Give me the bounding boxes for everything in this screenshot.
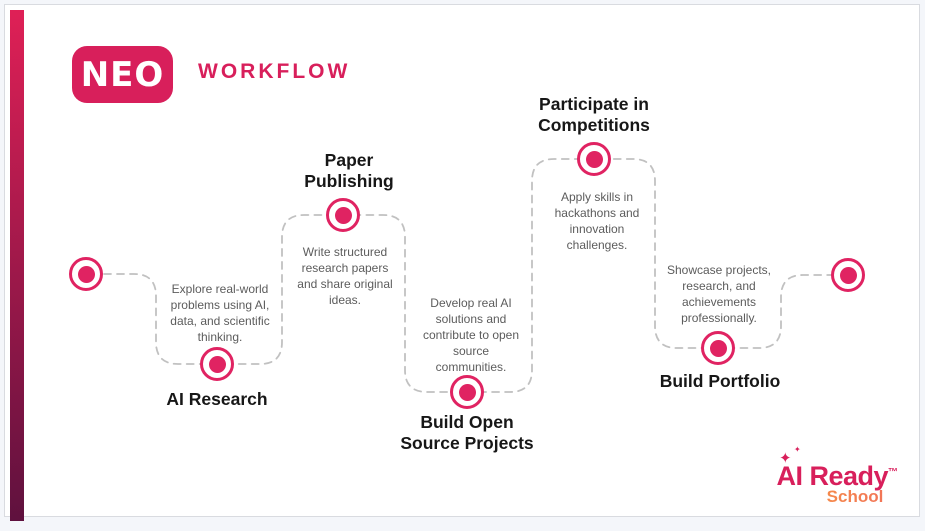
- workflow-node-start: [69, 257, 103, 291]
- workflow-node-paper-publishing: [326, 198, 360, 232]
- sparkle-icon: ✦: [794, 445, 801, 454]
- neo-logo: NEO: [72, 46, 173, 103]
- neo-logo-text: NEO: [80, 54, 165, 95]
- node-dot: [585, 150, 603, 168]
- step-desc-competitions: Apply skills in hackathons and innovatio…: [554, 190, 640, 252]
- step-title-open-source: Build Open Source Projects: [400, 412, 534, 453]
- step-desc-open-source: Develop real AI solutions and contribute…: [422, 296, 520, 374]
- workflow-node-open-source: [450, 375, 484, 409]
- step-title-ai-research: AI Research: [166, 389, 268, 409]
- ai-ready-school-logo: ✦ ✦ AI Ready™ School: [757, 445, 917, 507]
- school-wordmark: School: [757, 487, 917, 507]
- step-title-paper-publishing: Paper Publishing: [304, 150, 394, 191]
- step-title-portfolio: Build Portfolio: [659, 371, 781, 391]
- slide-canvas: NEO WORKFLOW AI Research Paper Publishin…: [4, 4, 920, 521]
- step-desc-ai-research: Explore real-world problems using AI, da…: [170, 282, 270, 344]
- page-title: WORKFLOW: [198, 60, 351, 83]
- step-desc-paper-publishing: Write structured research papers and sha…: [297, 245, 393, 307]
- node-dot: [77, 265, 95, 283]
- workflow-node-end: [831, 258, 865, 292]
- trademark-symbol: ™: [888, 467, 898, 478]
- workflow-node-ai-research: [200, 347, 234, 381]
- node-dot: [458, 383, 476, 401]
- workflow-node-competitions: [577, 142, 611, 176]
- workflow-node-portfolio: [701, 331, 735, 365]
- node-dot: [839, 266, 857, 284]
- step-desc-portfolio: Showcase projects, research, and achieve…: [666, 263, 772, 325]
- step-title-competitions: Participate in Competitions: [538, 94, 650, 135]
- node-dot: [208, 355, 226, 373]
- node-dot: [334, 206, 352, 224]
- ai-ready-wordmark: AI Ready™: [776, 461, 898, 491]
- left-accent-bar: [10, 10, 24, 521]
- sparkle-icon: ✦: [779, 450, 792, 467]
- node-dot: [709, 339, 727, 357]
